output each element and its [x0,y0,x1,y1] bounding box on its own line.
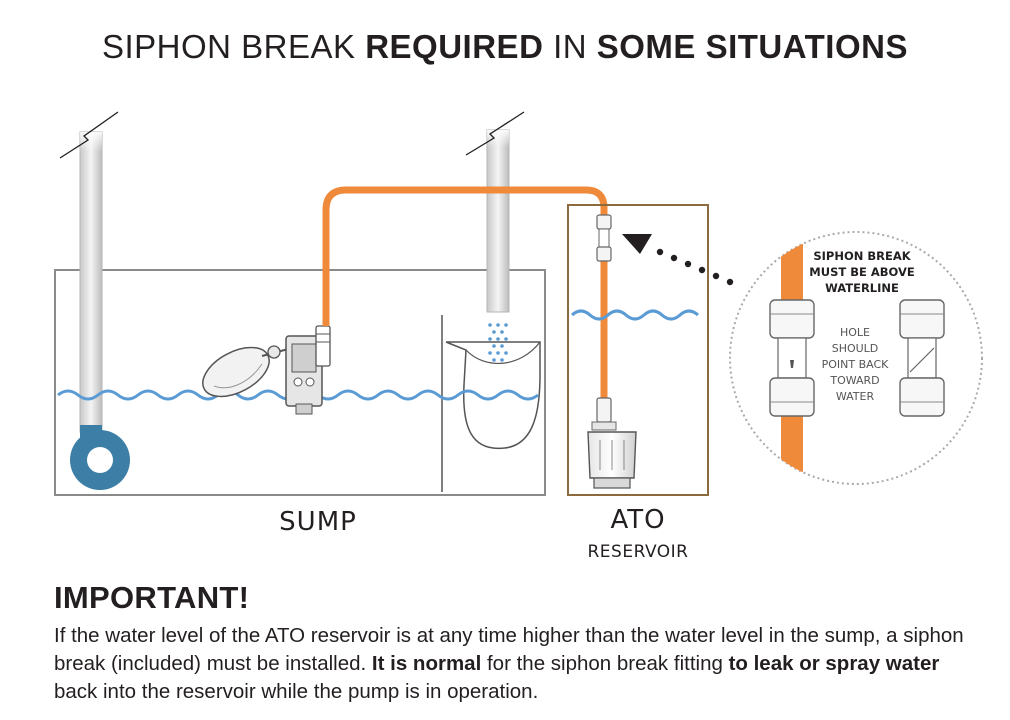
drain-pipe-left [59,111,119,433]
filter-sock [441,315,541,492]
ato-label: ATO [610,505,665,535]
important-heading: IMPORTANT! [54,580,250,615]
return-pump [70,425,130,490]
reservoir-waterline [571,309,699,321]
hole-note-2: SHOULD [832,342,879,355]
diagram-title: SIPHON BREAK REQUIRED IN SOME SITUATIONS [101,28,908,65]
callout-pointer [622,234,734,286]
sump-tank [54,269,546,496]
important-body: If the water level of the ATO reservoir … [54,624,964,703]
ato-tubing [322,186,608,398]
siphon-break-fitting [596,214,612,262]
ato-pump [587,397,637,489]
sump-label: SUMP [279,507,357,537]
reservoir-label: RESERVOIR [587,542,688,562]
callout-line-2: MUST BE ABOVE [809,265,915,279]
callout-line-3: WATERLINE [825,281,899,295]
arrow-head-icon [622,234,652,254]
siphon-break-callout: SIPHON BREAK MUST BE ABOVE WATERLINE HOL… [729,231,983,485]
siphon-hole-icon [790,360,794,368]
hole-note-3: POINT BACK [822,358,890,371]
hole-note-5: WATER [836,390,875,403]
hole-note-1: HOLE [840,326,870,339]
drain-pipe-center [465,111,525,313]
callout-line-1: SIPHON BREAK [813,249,911,263]
float-switch [202,325,331,415]
ato-reservoir-tank [567,204,709,496]
hole-note-4: TOWARD [829,374,879,387]
